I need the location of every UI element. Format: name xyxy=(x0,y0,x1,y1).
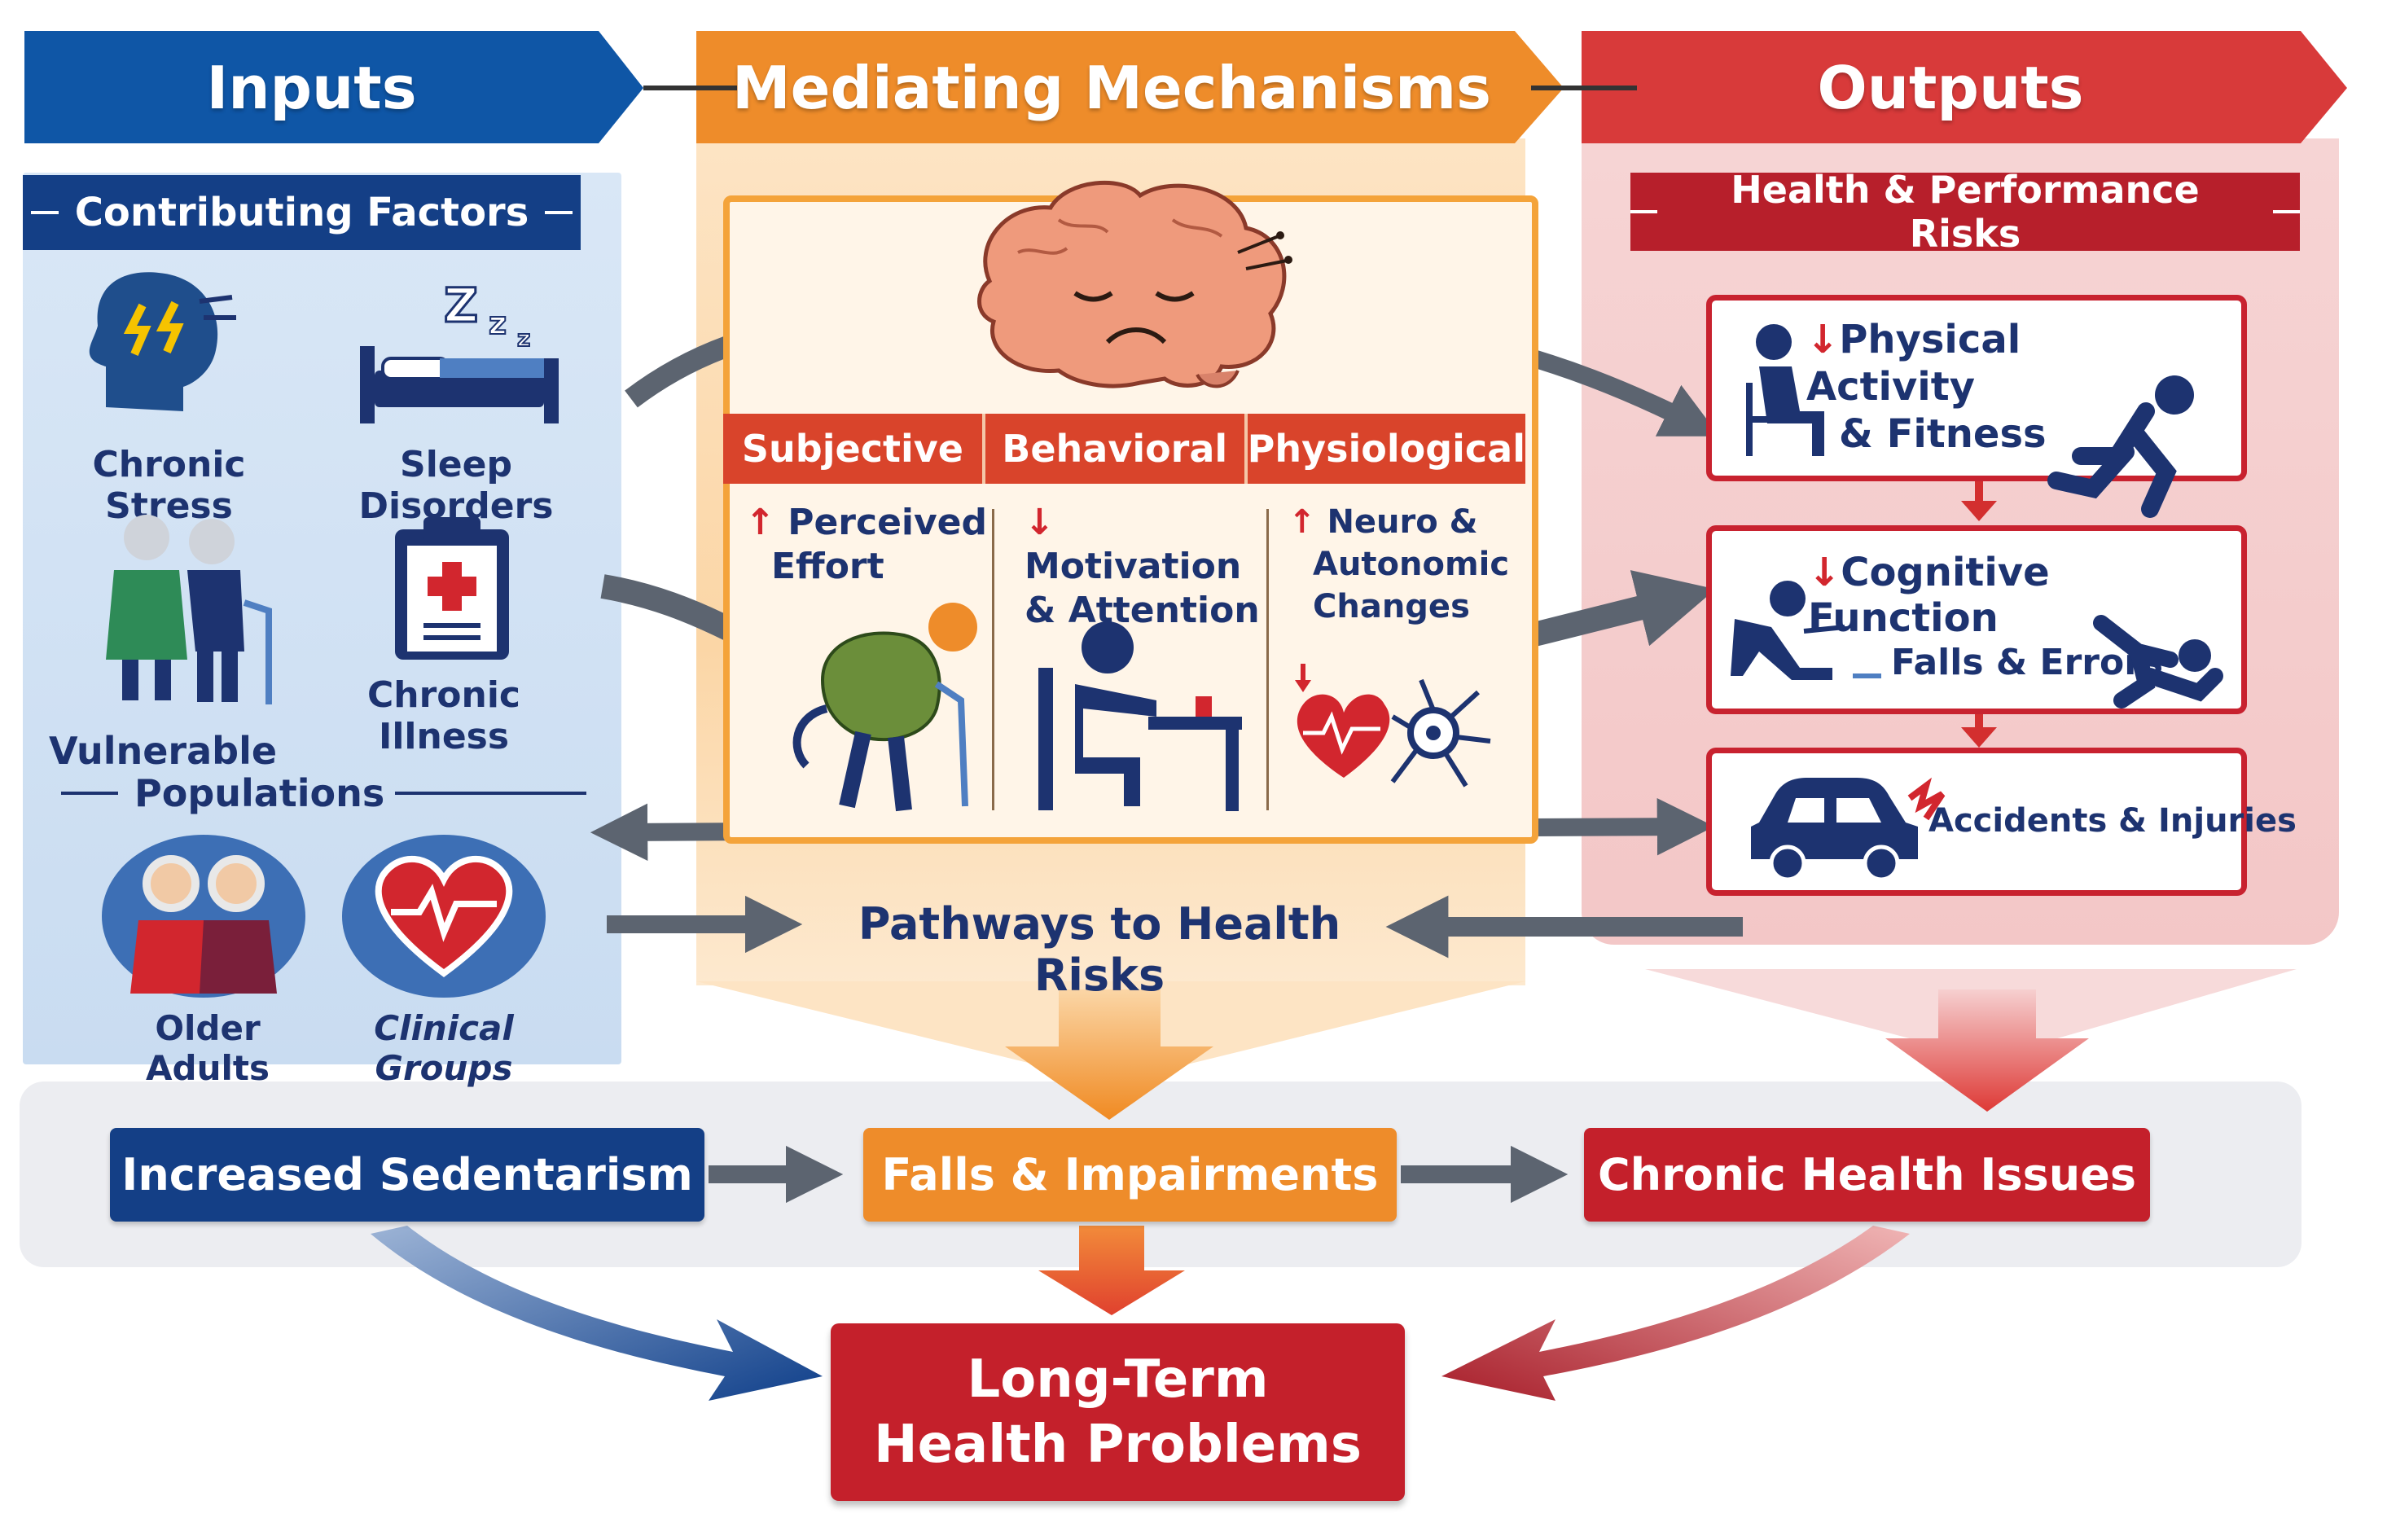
falling-person-icon xyxy=(2093,615,2223,709)
svg-text:z: z xyxy=(517,325,530,352)
mech-to-cognitive-arrow xyxy=(1528,570,1716,647)
falls-to-final-arrow xyxy=(1038,1226,1185,1315)
physical-activity-text: ↓Physical Activity & Fitness xyxy=(1806,316,2197,458)
populations-rule-right xyxy=(395,792,586,795)
mech-divider xyxy=(1266,509,1269,810)
physical-activity-label: Physical Activity xyxy=(1806,317,2021,410)
sedentarism-box: Increased Sedentarism xyxy=(110,1128,704,1222)
sleep-disorders-label: Sleep Disorders xyxy=(358,444,554,527)
decrease-arrow-icon: ↓ xyxy=(1808,550,1841,595)
tired-person-icon xyxy=(792,603,977,812)
banner-dash xyxy=(1630,210,1658,213)
outputs-header-chevron xyxy=(1582,31,2347,143)
increase-arrow-icon: ↑ xyxy=(1288,503,1316,541)
chronic-stress-label: Chronic Stress xyxy=(92,444,246,527)
contributing-factors-banner: Contributing Factors xyxy=(23,175,581,250)
vulnerable-label: Vulnerable xyxy=(49,729,278,773)
banner-dash xyxy=(30,211,59,214)
chronic-to-final-arrow xyxy=(1441,1226,1910,1401)
pathways-label: Pathways to Health Risks xyxy=(858,898,1341,1001)
health-risks-label: Health & Performance Risks xyxy=(1731,168,2200,256)
autonomic-label: Autonomic xyxy=(1313,546,1510,583)
neuro-label: Neuro & xyxy=(1327,503,1478,541)
mediating-header-label: Mediating Mechanisms xyxy=(732,54,1491,122)
perceived-label: Perceived xyxy=(788,502,988,543)
effort-label: Effort xyxy=(771,546,884,587)
long-term-problems-box: Long-Term Health Problems xyxy=(831,1323,1405,1501)
motivation-label: Motivation xyxy=(1025,546,1242,587)
cognitive-function-text: ↓Cognitive Function xyxy=(1808,550,2215,641)
outputs-header-label: Outputs xyxy=(1817,54,2084,122)
behavioral-column: ↓ Motivation & Attention xyxy=(1025,501,1283,818)
fitness-label: & Fitness xyxy=(1839,411,2047,457)
banner-dash xyxy=(545,211,573,214)
clipboard-icon xyxy=(395,517,509,660)
heart-neuron-icon xyxy=(1295,664,1491,788)
svg-text:Z: Z xyxy=(444,278,478,333)
svg-text:z: z xyxy=(489,305,507,341)
cognitive-function-label: Cognitive Function xyxy=(1808,550,2050,641)
long-term-label: Long-Term xyxy=(967,1349,1269,1410)
outputs-down-arrow xyxy=(1885,989,2089,1112)
falls-impairments-box: Falls & Impairments xyxy=(863,1128,1397,1222)
cognitive-to-accidents-head xyxy=(1961,727,1997,748)
chronic-issues-box: Chronic Health Issues xyxy=(1584,1128,2150,1222)
attention-label: & Attention xyxy=(1025,590,1260,631)
decrease-arrow-icon: ↓ xyxy=(1025,502,1055,543)
vulnerable-to-mech-arrow xyxy=(600,574,739,643)
populations-rule-left xyxy=(61,792,118,795)
bed-icon: Z z z xyxy=(360,277,559,423)
health-risks-banner: Health & Performance Risks xyxy=(1630,168,2301,256)
clinical-heart-icon xyxy=(342,835,546,998)
inputs-header-chevron xyxy=(24,31,643,143)
stressed-head-icon xyxy=(89,272,236,411)
accidents-label: Accidents & Injuries xyxy=(1928,802,2297,840)
running-person-icon xyxy=(2047,375,2194,518)
banner-dash xyxy=(2272,210,2301,213)
older-adults-label: Older Adults xyxy=(146,1008,270,1088)
fatigued-person-icon xyxy=(1731,581,1881,680)
mediating-down-arrow xyxy=(1005,989,1213,1120)
tab-physiological: Physiological xyxy=(1247,427,1525,471)
sitting-person-icon xyxy=(1746,324,1824,456)
falls-errors-label: Falls & Errors xyxy=(1891,642,2164,683)
person-at-desk-icon xyxy=(1038,621,1242,811)
tab-subjective: Subjective xyxy=(723,414,985,484)
elderly-couple-icon xyxy=(106,515,272,704)
health-problems-label: Health Problems xyxy=(874,1415,1362,1475)
inputs-header-label: Inputs xyxy=(206,54,417,122)
brain-icon xyxy=(977,180,1292,388)
sedentarism-to-final-arrow xyxy=(371,1226,823,1401)
changes-label: Changes xyxy=(1313,588,1470,625)
chronic-illness-label: Chronic Illness xyxy=(366,674,521,757)
clinical-groups-label: Clinical Groups xyxy=(374,1008,514,1088)
subjective-column: ↑ Perceived Effort xyxy=(745,501,1004,818)
car-crash-icon xyxy=(1751,777,1946,882)
contributing-factors-label: Contributing Factors xyxy=(74,190,529,235)
physical-to-cognitive-head xyxy=(1961,501,1997,521)
older-adults-icon xyxy=(102,835,305,998)
mediating-header-chevron xyxy=(696,31,1564,143)
mech-divider xyxy=(992,509,994,810)
mechanism-tabs: Subjective Behavioral Physiological xyxy=(723,414,1525,484)
increase-arrow-icon: ↑ xyxy=(745,502,775,543)
tab-behavioral: Behavioral xyxy=(985,414,1248,484)
populations-label: Populations xyxy=(134,771,385,815)
physiological-column: ↑ Neuro & Autonomic Changes xyxy=(1288,501,1547,818)
decrease-arrow-icon: ↓ xyxy=(1806,317,1840,362)
